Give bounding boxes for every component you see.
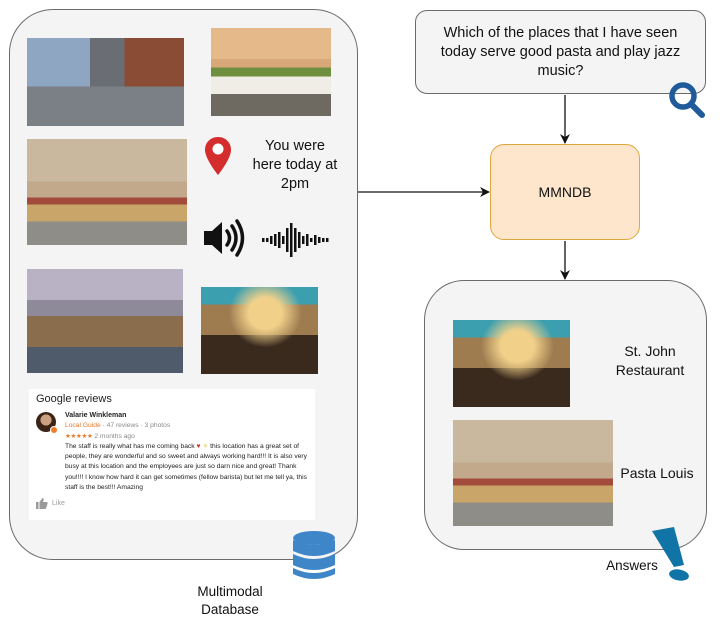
like-button[interactable]: Like	[36, 498, 308, 510]
location-text: You were here today at 2pm	[252, 138, 338, 192]
location-pin-icon	[205, 137, 231, 175]
review-text: The staff is really what has me coming b…	[65, 442, 307, 492]
answer-pasta-louis: Pasta Louis	[620, 465, 694, 481]
like-label: Like	[52, 500, 65, 508]
review-section-title: Google reviews	[36, 393, 112, 405]
database-icon	[293, 531, 335, 579]
query-text: Which of the places that I have seen tod…	[440, 24, 681, 79]
reviewer-meta: · 47 reviews · 3 photos	[100, 422, 171, 430]
exclamation-icon	[652, 527, 689, 581]
speaker-icon	[204, 219, 245, 257]
answer-st-john-restaurant: St. John Restaurant	[615, 343, 685, 378]
heart-emoji-icon: ♥	[196, 442, 201, 450]
waveform-icon	[262, 223, 329, 257]
mmndb-label: MMNDB	[538, 184, 592, 200]
local-guide-badge-icon	[50, 426, 58, 434]
street-with-cars-photo	[27, 38, 184, 126]
pasta-louis-photo	[453, 420, 613, 526]
st-john-restaurant-photo	[453, 320, 570, 407]
star-rating: ★★★★★	[65, 432, 93, 440]
pasta-louis-corner-photo	[27, 139, 187, 245]
query-box: Which of the places that I have seen tod…	[415, 10, 706, 94]
google-review-card: Google reviews Valarie Winkleman Local G…	[29, 389, 315, 520]
rome-outdoor-restaurant-photo	[211, 28, 331, 116]
reviewer-avatar	[36, 412, 58, 434]
st-john-courtyard-photo	[201, 287, 318, 374]
database-label: Multimodal Database	[197, 584, 263, 617]
reviewer-name: Valarie Winkleman	[65, 412, 127, 419]
beer-garden-patio-photo	[27, 269, 183, 373]
local-guide-label[interactable]: Local Guide	[65, 422, 101, 430]
search-icon	[669, 82, 705, 118]
mmndb-engine-box: MMNDB	[490, 144, 640, 240]
sun-emoji-icon: ☀	[202, 442, 209, 450]
thumbs-up-icon	[36, 498, 48, 510]
answers-label: Answers	[606, 558, 658, 573]
review-time: 2 months ago	[94, 432, 135, 440]
